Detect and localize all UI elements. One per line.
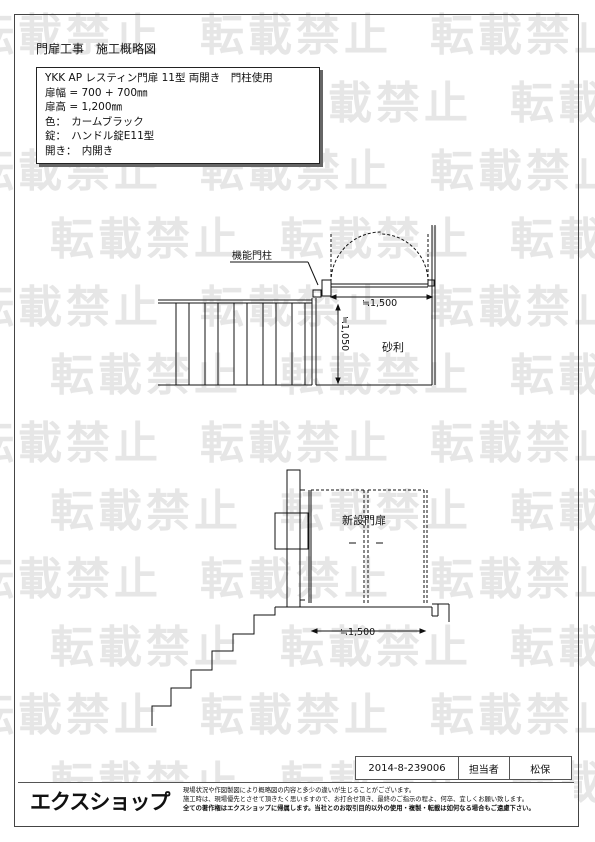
elevation-view (151, 469, 450, 726)
manager-label: 担当者 (459, 757, 510, 779)
note-line: 全ての著作権はエクスショップに帰属します。当社とのお取引目的以外の使用・複製・転… (183, 805, 535, 812)
plan-depth-dimension: ≒1,050 (339, 316, 350, 351)
spec-width: 扉幅 = 700 + 700㎜ (45, 86, 148, 99)
watermark-text: 転載禁止 (200, 690, 392, 741)
note-line: 現場状況や作図製図により概略図の内容と多少の違いが生じることがございます。 (183, 787, 416, 794)
new-gate-label: 新設門扉 (342, 513, 386, 527)
watermark-text: 転載禁止 (430, 282, 595, 333)
watermark-text: 転載禁止 (0, 418, 162, 469)
watermark-text: 転載禁止 (430, 418, 595, 469)
note-line: 施工時は、現場優先とさせて頂きたく思いますので、お打合せ頂き、最終のご指示の程よ… (183, 796, 529, 803)
title-block: 2014-8-239006 担当者 松保 (355, 756, 572, 780)
watermark-text: 転載禁止 (200, 10, 392, 61)
watermark-text: 転載禁止 (200, 282, 392, 333)
spec-lock: 錠： ハンドル錠E11型 (45, 130, 155, 142)
watermark-text: 転載禁止 (50, 214, 242, 265)
document-number: 2014-8-239006 (356, 757, 460, 779)
watermark-text: 転載禁止 (0, 554, 162, 605)
watermark-text: 転載禁止 (200, 418, 392, 469)
company-logo: エクスショップ (30, 790, 170, 814)
plan-width-dimension: ≒1,500 (362, 298, 397, 309)
watermark-text: 転載禁止 (510, 350, 595, 401)
watermark-text: 転載禁止 (50, 486, 242, 537)
spec-product: YKK AP レスティン門扉 11型 両開き 門柱使用 (45, 72, 273, 84)
watermark-text: 転載禁止 (510, 78, 595, 129)
elevation-width-dimension: ≒1,500 (340, 627, 375, 638)
spec-height: 扉高 = 1,200㎜ (45, 101, 123, 113)
drawing-title: 門扉工事 施工概略図 (36, 42, 157, 56)
gravel-label: 砂利 (382, 341, 404, 354)
watermark-text: 転載禁止 (430, 690, 595, 741)
watermark-text: 転載禁止 (280, 350, 472, 401)
watermark-text: 転載禁止 (50, 350, 242, 401)
watermark-text: 転載禁止 (50, 622, 242, 673)
watermark-text: 転載禁止 (430, 554, 595, 605)
watermark-text: 転載禁止 (0, 10, 162, 61)
disclaimer-notes: 現場状況や作図製図により概略図の内容と多少の違いが生じることがございます。 施工… (183, 786, 568, 813)
plan-view (158, 225, 436, 386)
watermark-text: 転載禁止 (430, 10, 595, 61)
spec-color: 色： カームブラック (45, 115, 144, 128)
spec-opening: 開き： 内開き (45, 144, 114, 157)
manager-name: 松保 (530, 764, 551, 776)
watermark-text: 転載禁止 (510, 622, 595, 673)
spec-box: YKK AP レスティン門扉 11型 両開き 門柱使用 扉幅 = 700 + 7… (36, 67, 320, 164)
watermark-text: 転載禁止 (430, 146, 595, 197)
footer-bar (18, 782, 574, 824)
watermark-text: 転載禁止 (510, 486, 595, 537)
watermark-text: 転載禁止 (200, 554, 392, 605)
watermark-text: 転載禁止 (510, 214, 595, 265)
watermark-text: 転載禁止 (0, 690, 162, 741)
watermark-text: 転載禁止 (280, 214, 472, 265)
page-frame (14, 14, 579, 827)
post-label: 機能門柱 (232, 249, 272, 262)
watermark-text: 転載禁止 (0, 282, 162, 333)
